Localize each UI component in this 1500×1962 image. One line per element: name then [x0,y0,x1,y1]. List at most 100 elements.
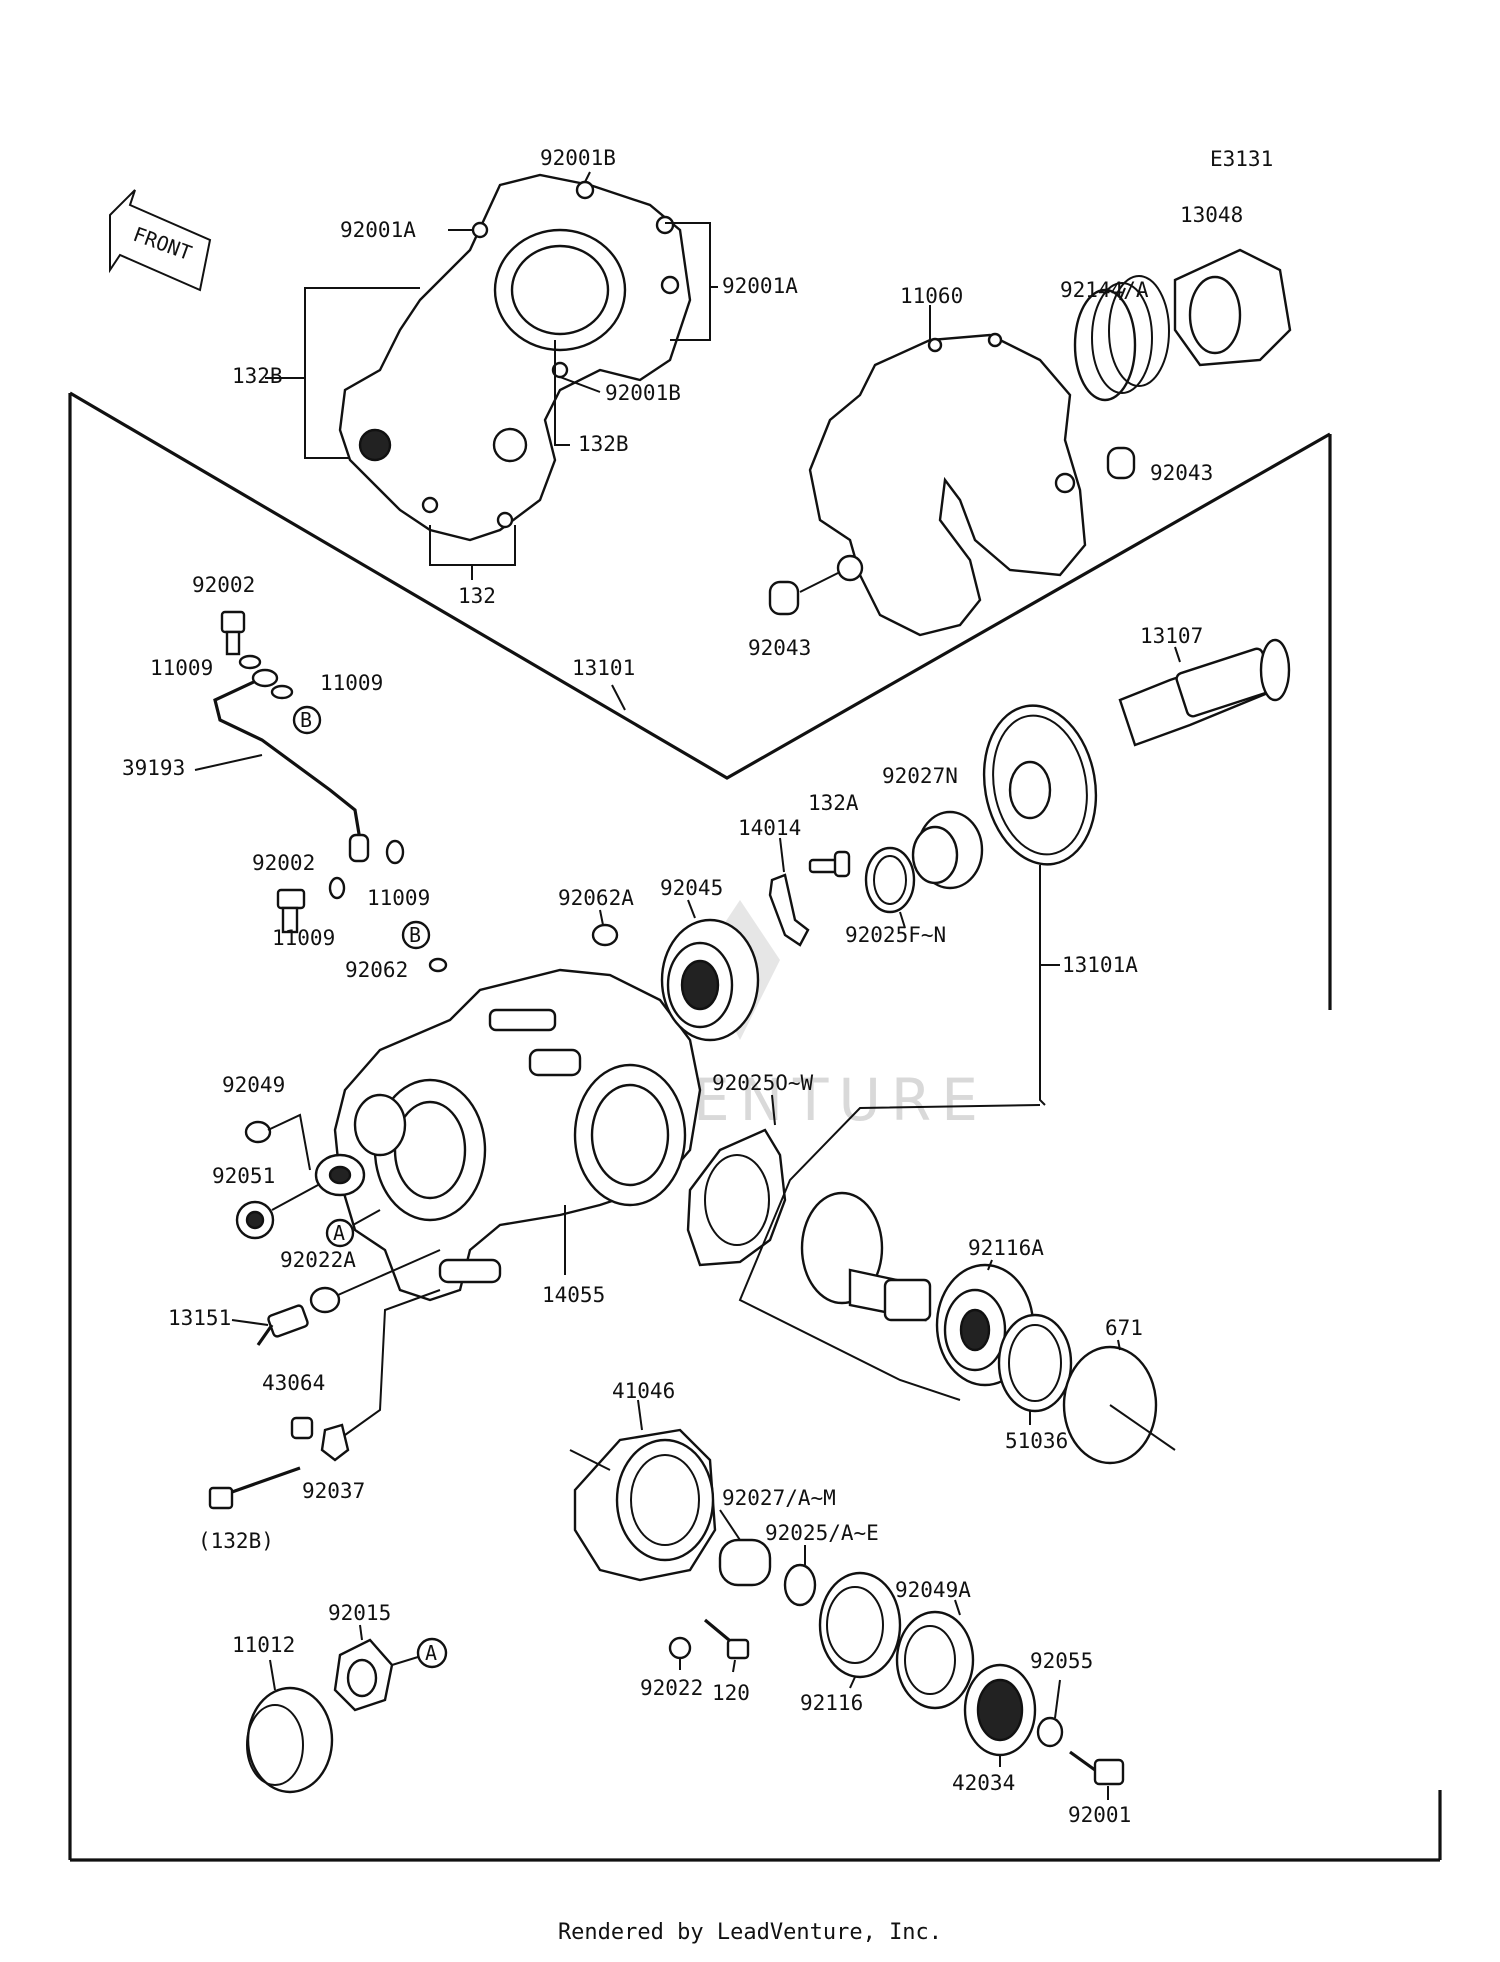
front-arrow-icon: FRONT [109,189,212,292]
bolt-92001 [1069,1750,1125,1786]
label-92025fn: 92025F~N [845,923,946,947]
bearing-42034 [963,1663,1037,1757]
nut-92051 [235,1200,275,1240]
housing-41046 [573,1428,717,1582]
label-14055: 14055 [542,1283,605,1307]
callout-b-top: B [292,705,322,735]
label-92025ae: 92025/A~E [765,1521,879,1545]
label-39193: 39193 [122,756,185,780]
label-42034: 42034 [952,1771,1015,1795]
dowel-92043-left [768,580,800,616]
leader-92001b-mid [559,376,601,393]
leader-13101 [611,684,626,711]
label-92002-mid: 92002 [252,851,315,875]
label-92022: 92022 [640,1676,703,1700]
leader-41046 [637,1399,643,1431]
shim-92025ae [783,1563,817,1607]
label-92051: 92051 [212,1164,275,1188]
footer-credit: Rendered by LeadVenture, Inc. [557,1920,943,1945]
leader-92045 [687,899,696,919]
label-13101: 13101 [572,656,635,680]
leader-671-tail [1109,1404,1176,1451]
gasket-92025ow [686,1128,787,1267]
label-43064: 43064 [262,1371,325,1395]
label-92015: 92015 [328,1601,391,1625]
label-92001b-top: 92001B [540,146,616,170]
label-671: 671 [1105,1316,1143,1340]
leader-92027am [719,1509,741,1541]
nut-92015 [333,1638,394,1712]
washer-11009-c [385,839,405,865]
leader-132b-left [304,287,420,459]
plug-92062a [591,923,619,947]
label-120: 120 [712,1681,750,1705]
leader-pinion-group [738,1104,1041,1401]
label-92116a: 92116A [968,1236,1044,1260]
label-11009-b: 11009 [320,671,383,695]
leader-92015 [359,1624,363,1641]
label-92027n: 92027N [882,764,958,788]
leader-92025ow [771,1094,776,1126]
label-132: 132 [458,584,496,608]
cover-plate-132 [338,173,692,542]
ring-gear-13101a [982,704,1098,866]
bearing-92045 [660,918,760,1042]
label-92001a-right: 92001A [722,274,798,298]
shim-51036 [997,1313,1073,1413]
label-92043-right: 92043 [1150,461,1213,485]
label-92022a: 92022A [280,1248,356,1272]
seal-92049 [244,1120,272,1144]
bearing-92116 [818,1571,902,1679]
label-92001b-mid: 92001B [605,381,681,405]
plate-14014 [768,873,810,947]
washer-11009-b [270,684,294,700]
leader-92144a [1119,287,1126,301]
callout-b-mid: B [401,920,431,950]
label-14014: 14014 [738,816,801,840]
leader-92001a-right [665,222,711,341]
callout-a-nut: A [416,1637,448,1669]
bolt-92002-mid [276,888,306,934]
svg-text:B: B [300,708,312,732]
leader-92055 [1054,1679,1061,1719]
leader-132b-right [554,340,570,446]
leader-92116a [987,1259,993,1271]
label-92002-top: 92002 [192,573,255,597]
label-11009-a: 11009 [150,656,213,680]
label-13048: 13048 [1180,203,1243,227]
seal-92049a [895,1610,975,1710]
leader-92037-path [344,1289,441,1436]
label-92043-left: 92043 [748,636,811,660]
svg-text:A: A [333,1221,345,1245]
leader-92043-left [799,571,841,593]
label-92055: 92055 [1030,1649,1093,1673]
washer-11009-d [328,876,346,900]
race-92027am [718,1538,772,1587]
leader-92025fn [899,911,906,929]
label-13101a: 13101A [1062,953,1138,977]
leader-92001b-top [584,171,591,183]
label-92116: 92116 [800,1691,863,1715]
svg-text:B: B [409,923,421,947]
leader-callout-a-case [352,1209,381,1226]
dowel-92043-right [1106,446,1136,480]
label-11009-c: 11009 [367,886,430,910]
leader-11012 [269,1659,276,1691]
svg-text:A: A [425,1641,437,1665]
pinion-gear [800,1191,932,1322]
bolt-92002-top [220,610,246,656]
switch-13151 [256,1304,309,1346]
callout-a-case: A [325,1218,355,1248]
leader-120 [732,1659,736,1673]
label-13107: 13107 [1140,624,1203,648]
label-132a: 132A [808,791,859,815]
leader-92049 [267,1113,311,1171]
label-92062a: 92062A [558,886,634,910]
label-92049a: 92049A [895,1578,971,1602]
leader-13101a [1039,865,1046,1106]
gear-case-14055 [333,968,702,1302]
clamp-92037 [320,1423,350,1462]
bolt-132b [208,1466,301,1510]
label-51036: 51036 [1005,1429,1068,1453]
